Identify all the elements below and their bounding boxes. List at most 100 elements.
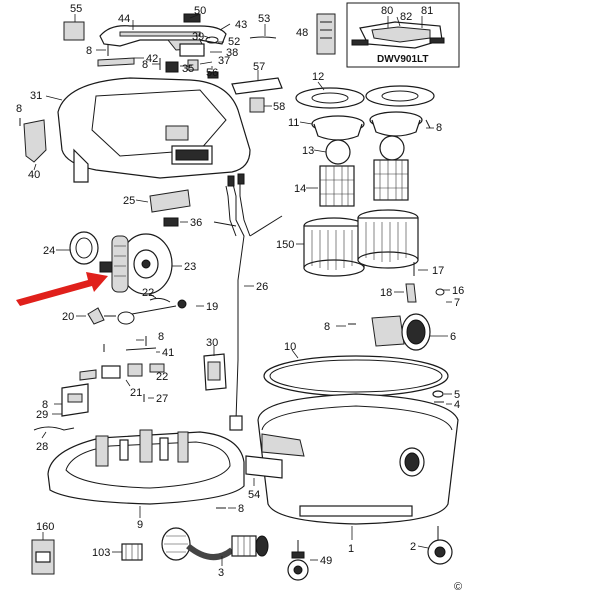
label-21: 21: [130, 387, 142, 399]
label-26: 26: [256, 281, 268, 293]
label-8-f: 8: [158, 331, 164, 343]
parts-19-20-22: 20 22 19: [62, 287, 218, 325]
part-103-adapter: 103: [92, 543, 143, 561]
label-41: 41: [162, 347, 174, 359]
label-37: 37: [218, 55, 230, 67]
parts-8-42: 8 42: [86, 44, 158, 67]
label-27: 27: [156, 393, 168, 405]
label-12: 12: [312, 71, 324, 83]
label-4: 4: [454, 399, 460, 411]
label-17: 17: [432, 265, 444, 277]
part-3-hose: 3: [161, 527, 269, 579]
parts-4-5: 5 4: [432, 389, 460, 411]
label-5: 5: [454, 389, 460, 401]
inset-dwv901lt: 80 82 81 DWV901LT: [346, 2, 460, 68]
label-30: 30: [206, 337, 218, 349]
label-10: 10: [284, 341, 296, 353]
label-23: 23: [184, 261, 196, 273]
red-arrow-icon: [16, 272, 108, 306]
label-25: 25: [123, 195, 135, 207]
label-2: 2: [410, 541, 416, 553]
label-58: 58: [273, 101, 285, 113]
parts-16-17-18-7: 17 18 16 7: [380, 262, 464, 309]
label-19: 19: [206, 301, 218, 313]
label-40: 40: [28, 169, 40, 181]
part-24-motor-mount: 24: [43, 231, 99, 265]
label-8-h: 8: [238, 503, 244, 515]
parts-57-58: 57 58: [231, 61, 285, 113]
label-55: 55: [70, 3, 82, 15]
part-23-motor: 23: [99, 233, 196, 295]
label-81: 81: [421, 5, 433, 17]
label-6: 6: [450, 331, 456, 343]
label-7: 7: [454, 297, 460, 309]
copyright-mark: ©: [454, 581, 462, 593]
label-14: 14: [294, 183, 306, 195]
label-50: 50: [194, 5, 206, 17]
part-31-motor-cover: 31: [30, 77, 251, 183]
label-49: 49: [320, 555, 332, 567]
label-11: 11: [288, 117, 299, 129]
label-13: 13: [302, 145, 314, 157]
label-8-b: 8: [142, 59, 148, 71]
label-56: 56: [206, 67, 218, 79]
parts-8-40: 8 40: [16, 103, 47, 181]
label-44: 44: [118, 13, 130, 25]
part-55: 55: [63, 3, 85, 41]
label-39: 39: [192, 31, 204, 43]
label-8-g: 8: [42, 399, 48, 411]
inset-model-label: DWV901LT: [377, 54, 429, 65]
part-48: 48: [296, 13, 336, 55]
label-54: 54: [248, 489, 260, 501]
label-8-a: 8: [86, 45, 92, 57]
label-103: 103: [92, 547, 110, 559]
part-160-bag: 160: [31, 521, 55, 575]
label-57: 57: [253, 61, 265, 73]
label-8-d: 8: [436, 122, 442, 134]
part-43-handle: 44 50 43: [99, 5, 247, 47]
label-16: 16: [452, 285, 464, 297]
label-43: 43: [235, 19, 247, 31]
label-8-e: 8: [324, 321, 330, 333]
part-150-cartridge-filters: 150: [276, 209, 419, 277]
part-12-gasket: 12: [295, 71, 435, 109]
part-9-base: 9: [47, 429, 245, 531]
label-36: 36: [190, 217, 202, 229]
label-35: 35: [182, 63, 194, 75]
parts-38-39-52: 39 52 38: [166, 31, 240, 59]
label-80: 80: [381, 5, 393, 17]
part-1-tank: 1: [257, 393, 459, 555]
label-150: 150: [276, 239, 294, 251]
label-24: 24: [43, 245, 55, 257]
label-28: 28: [36, 441, 48, 453]
part-53: 53: [249, 13, 277, 39]
part-49-caster: 49: [287, 540, 332, 581]
label-1: 1: [348, 543, 354, 555]
label-18: 18: [380, 287, 392, 299]
label-160: 160: [36, 521, 54, 533]
label-22: 22: [142, 287, 154, 299]
label-29: 29: [36, 409, 48, 421]
part-54: 54: [245, 455, 283, 501]
part-14-filter-cages: 14: [294, 159, 409, 207]
part-13-disks: 13: [302, 135, 405, 165]
parts-35-37-56: 8 35 37 56: [142, 55, 230, 79]
parts-21-27-41: 8 41 21 22 27: [79, 331, 174, 405]
part-2-wheel: 2: [410, 526, 453, 565]
part-11-filter-holder: 11 8: [288, 111, 442, 141]
part-8-base-screw: 8: [216, 503, 244, 515]
label-48: 48: [296, 27, 308, 39]
highlight-arrow: [16, 272, 108, 306]
part-26-wiring: 26: [213, 173, 283, 431]
label-38: 38: [226, 47, 238, 59]
label-42: 42: [146, 53, 158, 65]
label-82: 82: [400, 11, 412, 23]
label-20: 20: [62, 311, 74, 323]
label-3: 3: [218, 567, 224, 579]
parts-25-36: 25 36: [123, 189, 202, 229]
label-53: 53: [258, 13, 270, 25]
label-22-b: 22: [156, 371, 168, 383]
parts-28-29: 8 29 28: [33, 383, 89, 453]
